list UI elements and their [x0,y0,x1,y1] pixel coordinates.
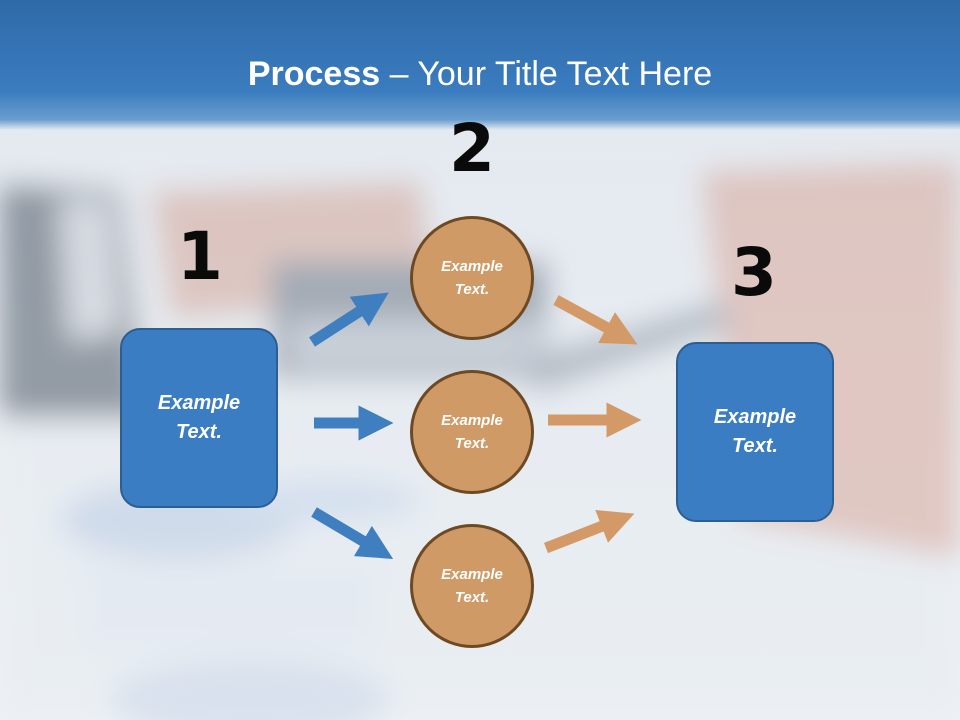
arrow-top-to-3 [553,295,638,345]
step-2-number: 2 [449,110,495,187]
title-rest: – Your Title Text Here [380,55,713,93]
circle-middle-text: Example Text. [441,412,503,452]
slide-title: Process – Your Title Text Here [0,52,960,96]
circle-bottom-text: Example Text. [441,566,503,606]
circle-top-text: Example Text. [441,258,503,298]
arrow-bottom-to-3 [544,509,635,554]
title-band [0,0,960,130]
step-1-number: 1 [177,218,223,295]
step-2-circle-top: Example Text. [410,216,534,340]
arrow-1-to-top [309,292,389,347]
step-2-circle-middle: Example Text. [410,370,534,494]
step-3-box: Example Text. [676,342,834,522]
step-1-box: Example Text. [120,328,278,508]
step-3-number: 3 [731,234,777,311]
step-2-circle-bottom: Example Text. [410,524,534,648]
arrow-1-to-bottom [311,507,394,559]
step-3-text: Example Text. [713,406,797,457]
step-1-text: Example Text. [157,392,241,443]
title-bold: Process [247,55,381,93]
